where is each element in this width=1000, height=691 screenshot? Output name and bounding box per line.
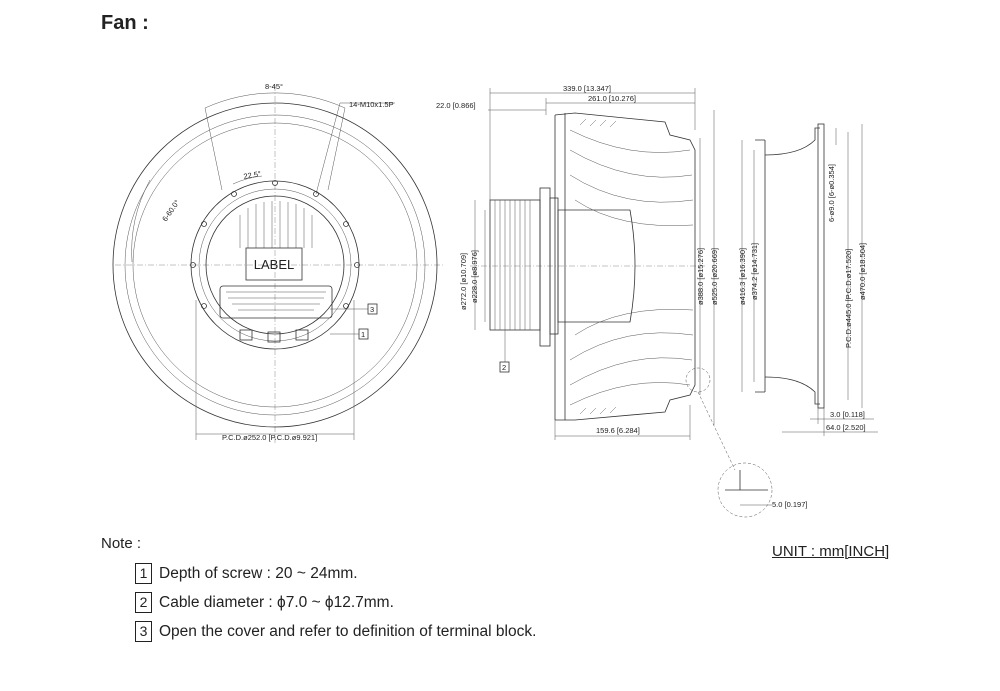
- note-item-3: 3 Open the cover and refer to definition…: [135, 621, 536, 642]
- note-number: 1: [135, 563, 152, 584]
- thread-label: 14-M10x1.5P: [349, 100, 394, 109]
- angle-left-label: 6-60.0°: [160, 198, 181, 223]
- dia-470-label: ø470.0 [ø18.504]: [858, 243, 867, 300]
- motor-housing: [205, 195, 345, 335]
- detail-dim-label: 5.0 [0.197]: [772, 500, 807, 509]
- ring-view: ø416.3 [ø16.390] ø374.2 [ø14.731] 6-ø9.0…: [738, 123, 878, 436]
- note-number: 3: [135, 621, 152, 642]
- impeller-outline: [554, 112, 696, 421]
- detail-circle: [717, 462, 773, 518]
- pcd-ring-label: P.C.D.ø445.0 [P.C.D.ø17.520]: [844, 249, 853, 348]
- thickness-label: 3.0 [0.118]: [830, 410, 865, 419]
- dia-388-label: ø388.0 [ø15.276]: [696, 248, 705, 305]
- dia-416-label: ø416.3 [ø16.390]: [738, 248, 747, 305]
- label-plate-text: LABEL: [254, 257, 294, 272]
- bottom-depth-label: 159.6 [6.284]: [596, 426, 640, 435]
- callout-2-number: 2: [502, 363, 506, 372]
- front-view: LABEL 8-45° 14-M10x1.5P: [112, 82, 445, 445]
- holes-label: 6-ø9.0 [6-ø0.354]: [827, 164, 836, 222]
- dia-374-label: ø374.2 [ø14.731]: [750, 243, 759, 300]
- technical-drawing: LABEL 8-45° 14-M10x1.5P: [112, 82, 878, 518]
- note-text: Depth of screw : 20 ~ 24mm.: [159, 564, 358, 582]
- unit-label: UNIT : mm[INCH]: [772, 543, 890, 560]
- notes-heading: Note :: [101, 535, 142, 552]
- impeller-hub: [557, 209, 636, 323]
- pcd-front-label: P.C.D.ø252.0 [P.C.D.ø9.921]: [222, 433, 317, 442]
- side-view: 339.0 [13.347] 261.0 [10.276] 22.0 [0.86…: [436, 84, 807, 518]
- outer-ring: [112, 102, 438, 428]
- note-item-2: 2 Cable diameter : ϕ7.0 ~ ϕ12.7mm.: [135, 592, 394, 613]
- blade-depth-label: 261.0 [10.276]: [588, 94, 636, 103]
- callout-2-box: [499, 361, 510, 373]
- dia-228-label: ø228.0 [ø8.976]: [470, 250, 479, 303]
- note-number: 2: [135, 592, 152, 613]
- callout-1-box: [358, 328, 369, 340]
- angle-top-label: 8-45°: [265, 82, 283, 91]
- page-title: Fan :: [101, 12, 149, 34]
- hub-offset-label: 22.0 [0.866]: [436, 101, 476, 110]
- callout-3-box: [367, 303, 378, 315]
- note-item-1: 1 Depth of screw : 20 ~ 24mm.: [135, 563, 358, 584]
- label-plate: [245, 247, 303, 281]
- dia-525-label: ø525.0 [ø20.669]: [710, 248, 719, 305]
- overall-depth-label: 339.0 [13.347]: [563, 84, 611, 93]
- note-text: Open the cover and refer to definition o…: [159, 622, 537, 640]
- ring-profile: [764, 127, 820, 405]
- callout-3-number: 3: [370, 305, 374, 314]
- note-text: Cable diameter : ϕ7.0 ~ ϕ12.7mm.: [159, 593, 394, 611]
- angle-inner-label: 22.5°: [243, 169, 262, 181]
- callout-1-number: 1: [361, 330, 365, 339]
- motor-flange: [190, 180, 360, 350]
- dia-272-label: ø272.0 [ø10.709]: [459, 253, 468, 310]
- depth-label: 64.0 [2.520]: [826, 423, 866, 432]
